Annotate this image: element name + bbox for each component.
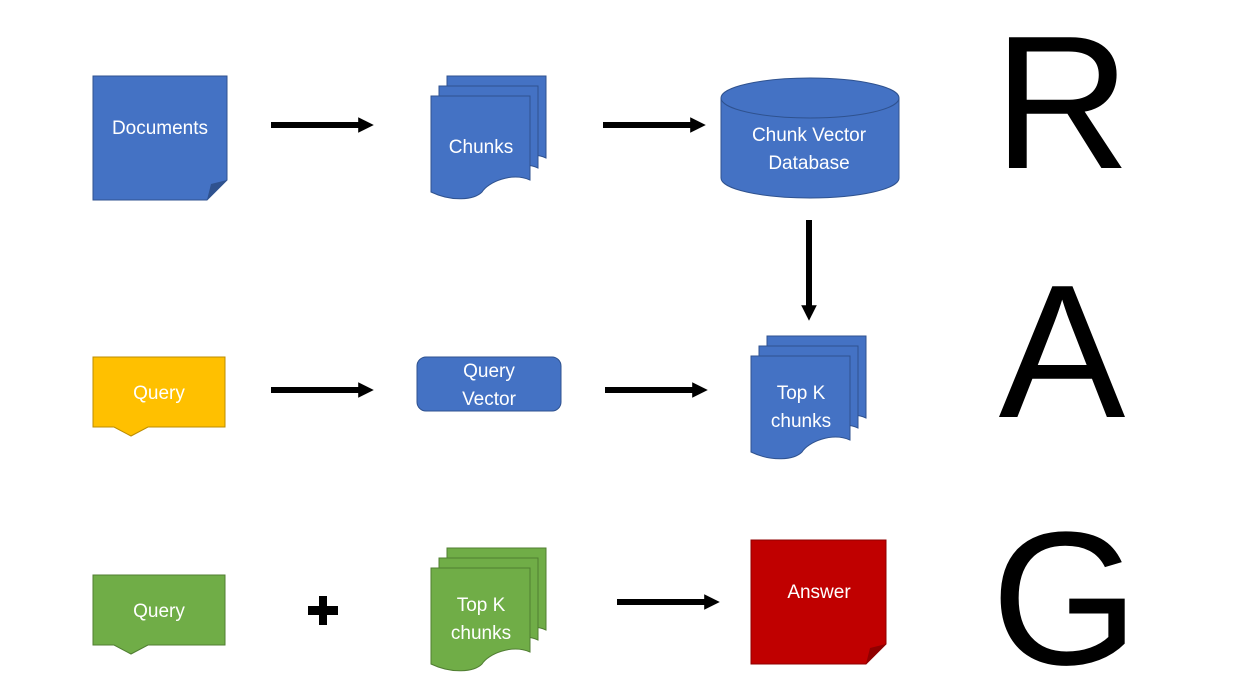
- topk-chunks-node-green: Top K chunks: [430, 547, 547, 672]
- documents-fold: [207, 180, 227, 200]
- documents-label: Documents: [112, 118, 208, 139]
- query-vector-node: Query Vector: [416, 356, 562, 412]
- chunks-node: Chunks: [430, 75, 547, 200]
- query-vector-label-line2: Vector: [462, 389, 517, 410]
- topk-label-line2-blue: chunks: [771, 411, 831, 432]
- plus-icon: [308, 596, 338, 625]
- database-label-line1: Chunk Vector: [752, 125, 867, 146]
- letter-a: A: [999, 246, 1126, 458]
- letter-g: G: [991, 493, 1139, 694]
- query-node-yellow: Query: [92, 356, 226, 437]
- topk-label-line1-green: Top K: [457, 595, 506, 616]
- answer-label: Answer: [787, 582, 851, 603]
- chunks-label: Chunks: [449, 137, 513, 158]
- database-label-line2: Database: [768, 153, 849, 174]
- query-label-green: Query: [133, 601, 185, 622]
- answer-node: Answer: [750, 539, 887, 665]
- query-label-yellow: Query: [133, 383, 185, 404]
- topk-label-line1-blue: Top K: [777, 383, 826, 404]
- query-node-green: Query: [92, 574, 226, 655]
- chunk-vector-database-node: Chunk Vector Database: [720, 77, 900, 199]
- query-vector-label-line1: Query: [463, 361, 515, 382]
- topk-chunks-node-blue: Top K chunks: [750, 335, 867, 460]
- topk-label-line2-green: chunks: [451, 623, 511, 644]
- letter-r: R: [993, 0, 1130, 209]
- documents-node: Documents: [92, 75, 228, 201]
